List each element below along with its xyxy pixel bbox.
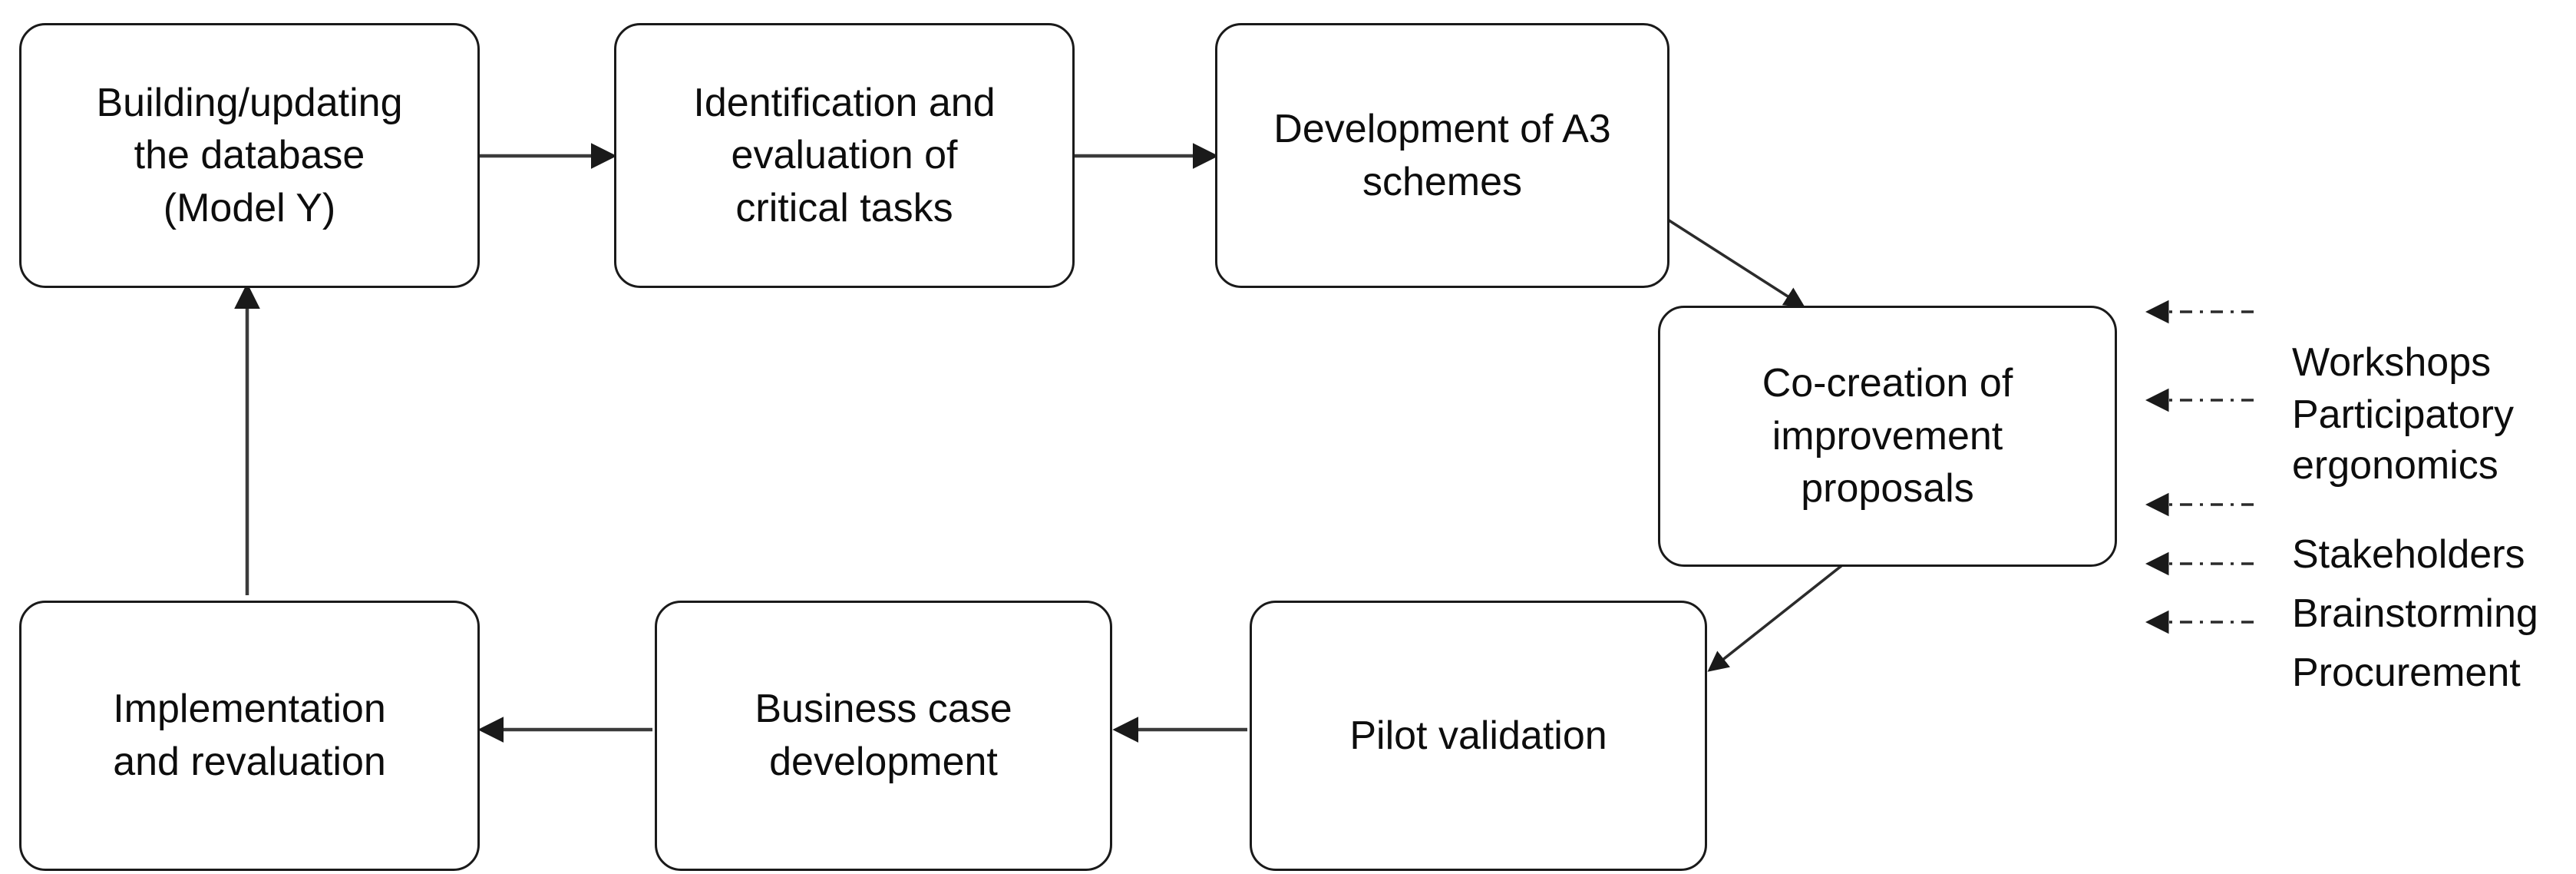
- side-label-workshops: Workshops: [2292, 286, 2491, 388]
- side-label-procurement: Procurement: [2292, 596, 2521, 698]
- node-pilot-validation[interactable]: Pilot validation: [1250, 601, 1707, 871]
- side-label-text: Workshops: [2292, 339, 2492, 385]
- node-label: Pilot validation: [1349, 713, 1607, 758]
- edge-cocreation-to-pilot: [1707, 564, 1844, 672]
- node-label: Identification and evaluation of critica…: [693, 80, 996, 230]
- side-label-text: Participatory ergonomics: [2292, 392, 2514, 488]
- node-co-creation-improvement-proposals[interactable]: Co-creation of improvement proposals: [1658, 306, 2117, 567]
- node-development-a3-schemes[interactable]: Development of A3 schemes: [1215, 23, 1669, 288]
- node-label: Co-creation of improvement proposals: [1762, 361, 2013, 511]
- node-label: Business case development: [755, 687, 1012, 784]
- edge-a3-to-cocreation: [1661, 214, 1805, 308]
- side-label-text: Procurement: [2292, 650, 2521, 695]
- side-label-stakeholders: Stakeholders: [2292, 478, 2525, 580]
- node-label: Building/updating the database (Model Y): [96, 80, 403, 230]
- node-label: Development of A3 schemes: [1273, 106, 1611, 204]
- node-identification-evaluation-critical-tasks[interactable]: Identification and evaluation of critica…: [614, 23, 1075, 288]
- side-label-brainstorming: Brainstorming: [2292, 537, 2538, 639]
- side-label-text: Brainstorming: [2292, 591, 2538, 636]
- node-implementation-revaluation[interactable]: Implementation and revaluation: [19, 601, 480, 871]
- side-label-participatory-ergonomics: Participatory ergonomics: [2292, 338, 2514, 492]
- side-label-text: Stakeholders: [2292, 531, 2525, 577]
- node-building-updating-database[interactable]: Building/updating the database (Model Y): [19, 23, 480, 288]
- node-business-case-development[interactable]: Business case development: [655, 601, 1112, 871]
- node-label: Implementation and revaluation: [113, 687, 386, 784]
